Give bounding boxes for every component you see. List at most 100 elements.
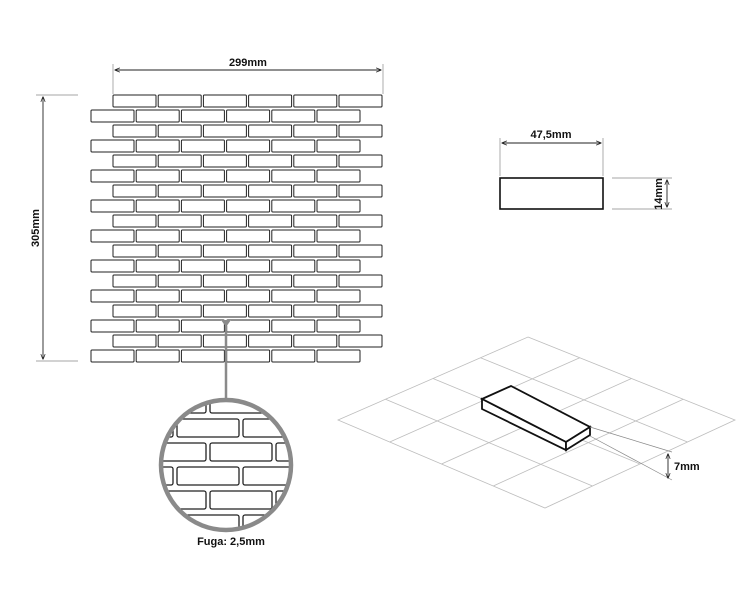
- brick-tile: [338, 244, 383, 258]
- brick-tile: [90, 139, 135, 153]
- brick-tile: [338, 124, 383, 138]
- brick-tile: [338, 94, 383, 108]
- brick-tile: [271, 139, 316, 153]
- brick-tile: [157, 274, 202, 288]
- brick-tile: [112, 94, 157, 108]
- brick-tile: [271, 169, 316, 183]
- brick-tile: [271, 289, 316, 303]
- brick-tile: [316, 229, 361, 243]
- brick-tile: [271, 259, 316, 273]
- brick-tile: [157, 184, 202, 198]
- brick-tile: [180, 229, 225, 243]
- brick-tile: [338, 214, 383, 228]
- brick-tile: [157, 304, 202, 318]
- brick-tile: [338, 334, 383, 348]
- brick-tile: [180, 199, 225, 213]
- tile-front-view: 47,5mm 14mm: [499, 129, 672, 210]
- brick-tile: [293, 274, 338, 288]
- brick-tile: [316, 199, 361, 213]
- brick-tile: [180, 289, 225, 303]
- brick-tile: [157, 334, 202, 348]
- brick-tile: [293, 184, 338, 198]
- brick-tile: [202, 124, 247, 138]
- magnified-brick: [275, 490, 291, 510]
- magnified-brick: [209, 442, 273, 462]
- brick-tile: [112, 304, 157, 318]
- sheet-width-label: 299mm: [229, 57, 267, 69]
- brick-tile: [226, 139, 271, 153]
- brick-tile: [226, 199, 271, 213]
- brick-tile: [112, 244, 157, 258]
- brick-tile: [226, 109, 271, 123]
- mosaic-sheet: [90, 94, 383, 363]
- magnified-brick: [309, 467, 371, 485]
- magnified-brick: [161, 442, 207, 462]
- brick-tile: [248, 154, 293, 168]
- magnified-brick: [242, 466, 291, 486]
- brick-tile: [271, 109, 316, 123]
- brick-tile: [316, 169, 361, 183]
- brick-tile: [157, 244, 202, 258]
- magnified-brick: [161, 514, 174, 530]
- brick-tile: [112, 214, 157, 228]
- magnified-brick: [342, 539, 404, 557]
- brick-tile: [293, 244, 338, 258]
- brick-tile: [112, 154, 157, 168]
- brick-tile: [248, 334, 293, 348]
- brick-tile: [248, 184, 293, 198]
- brick-tile: [135, 169, 180, 183]
- brick-tile: [271, 319, 316, 333]
- brick-tile: [226, 169, 271, 183]
- brick-tile: [202, 214, 247, 228]
- brick-tile: [90, 169, 135, 183]
- magnified-brick: [161, 466, 174, 486]
- magnified-brick: [408, 443, 470, 461]
- brick-tile: [157, 124, 202, 138]
- magnified-brick: [161, 400, 207, 414]
- brick-tile: [248, 214, 293, 228]
- isometric-view: 7mm: [336, 336, 737, 509]
- sheet-width-dimension: 299mm: [112, 57, 384, 94]
- brick-tile: [180, 349, 225, 363]
- brick-tile: [202, 274, 247, 288]
- brick-tile: [271, 349, 316, 363]
- brick-tile: [316, 289, 361, 303]
- brick-tile: [157, 94, 202, 108]
- magnified-brick: [209, 490, 273, 510]
- brick-tile: [135, 199, 180, 213]
- magnified-brick: [408, 539, 470, 557]
- brick-tile: [202, 184, 247, 198]
- brick-tile: [202, 304, 247, 318]
- brick-tile: [338, 274, 383, 288]
- brick-tile: [226, 259, 271, 273]
- brick-tile: [248, 94, 293, 108]
- brick-tile: [157, 154, 202, 168]
- brick-tile: [90, 199, 135, 213]
- magnified-brick: [342, 395, 404, 413]
- brick-tile: [90, 259, 135, 273]
- magnified-brick: [309, 515, 371, 533]
- brick-tile: [202, 94, 247, 108]
- brick-tile: [202, 154, 247, 168]
- brick-tile: [293, 334, 338, 348]
- magnified-brick: [375, 467, 437, 485]
- brick-tile: [293, 124, 338, 138]
- brick-tile: [316, 109, 361, 123]
- brick-tile: [112, 184, 157, 198]
- magnifier-leader: [221, 320, 231, 400]
- magnified-brick: [309, 419, 371, 437]
- grid-line: [493, 398, 684, 487]
- brick-tile: [316, 349, 361, 363]
- brick-tile: [180, 139, 225, 153]
- brick-tile: [135, 289, 180, 303]
- brick-tile: [293, 304, 338, 318]
- brick-tile: [271, 199, 316, 213]
- brick-tile: [90, 319, 135, 333]
- brick-tile: [226, 229, 271, 243]
- brick-tile: [338, 184, 383, 198]
- brick-tile: [135, 229, 180, 243]
- brick-tile: [248, 304, 293, 318]
- brick-tile: [248, 244, 293, 258]
- brick-tile: [135, 319, 180, 333]
